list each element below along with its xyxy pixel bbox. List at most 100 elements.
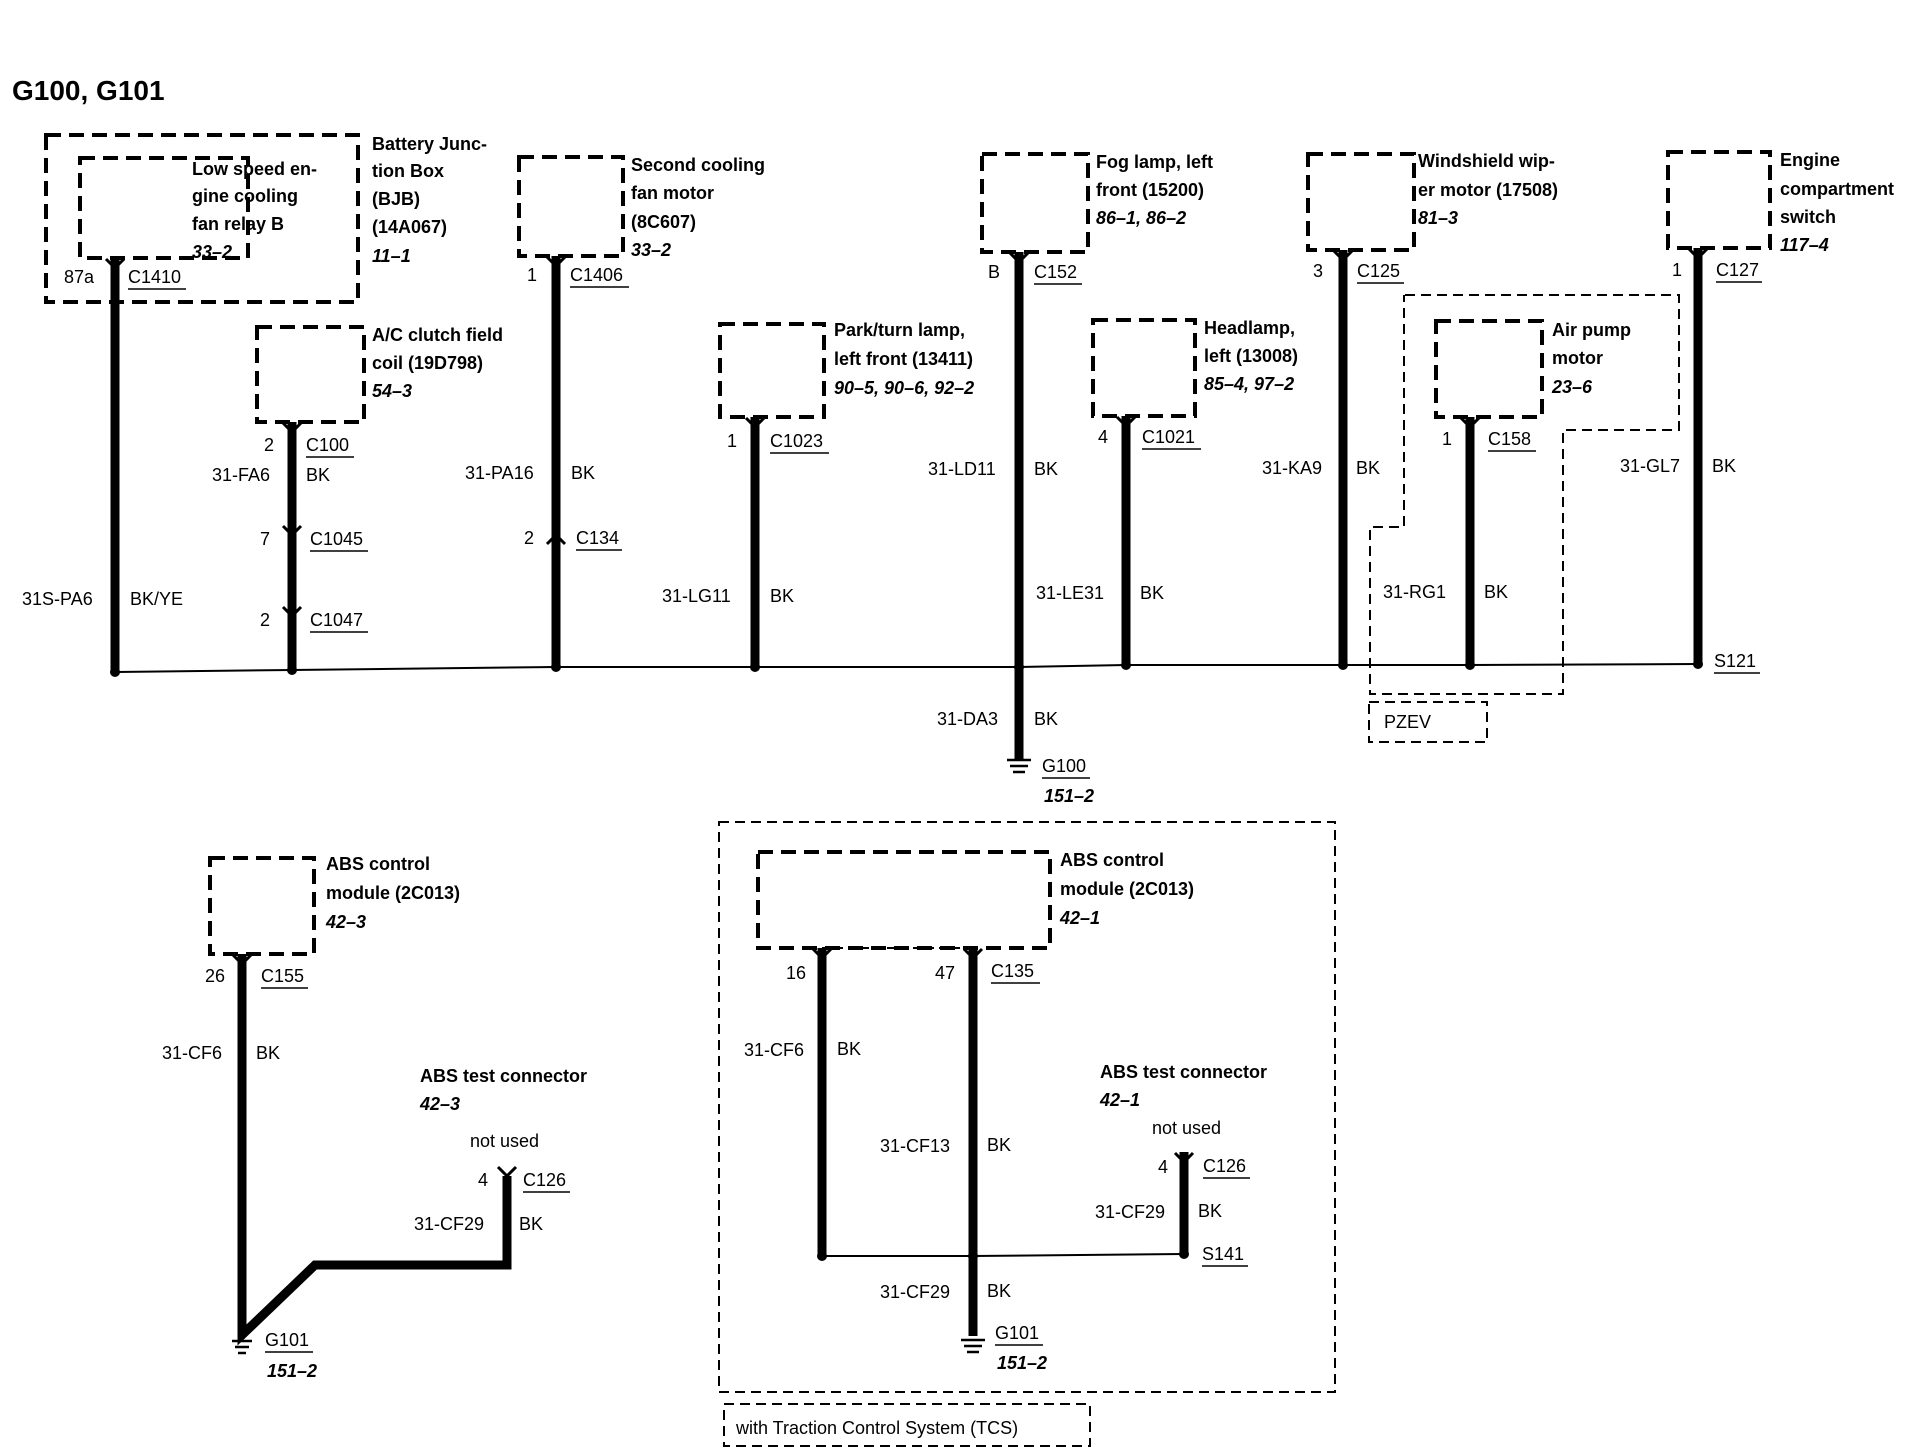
bjb-ref: 11–1 xyxy=(372,246,411,266)
pin-b-c152: B xyxy=(988,262,1000,282)
circuit-31-ka9: 31-KA9 xyxy=(1262,458,1322,478)
engine-switch-ref: 117–4 xyxy=(1780,235,1829,255)
bjb-label-1: Battery Junc- xyxy=(372,134,487,154)
pin-4-c1021: 4 xyxy=(1098,427,1108,447)
bjb-label-3: (BJB) xyxy=(372,189,420,209)
connector-c135-symbols xyxy=(811,947,1195,1165)
ground-icon-g101-left xyxy=(232,1339,252,1355)
abs-left-label-1: ABS control xyxy=(326,854,430,874)
abs-module-left-box xyxy=(208,856,316,956)
engine-compartment-switch-box xyxy=(1666,150,1772,250)
ground-g101-right: G101 xyxy=(995,1323,1039,1343)
abs-right-ref: 42–1 xyxy=(1059,908,1100,928)
ground-g101-left: G101 xyxy=(265,1330,309,1350)
bjb-label-2: tion Box xyxy=(372,161,444,181)
pin-2-c100: 2 xyxy=(264,435,274,455)
headlamp-label-2: left (13008) xyxy=(1204,346,1298,366)
color-gl7: BK xyxy=(1712,456,1736,476)
pzev-region-outline xyxy=(1369,294,1680,695)
abs-right-label-2: module (2C013) xyxy=(1060,879,1194,899)
cooling-fan-relay-box xyxy=(78,156,250,260)
diagram-title: G100, G101 xyxy=(12,75,165,106)
ground-icon-g100 xyxy=(1007,758,1031,774)
connector-c100: C100 xyxy=(306,435,349,455)
connector-c127: C127 xyxy=(1716,260,1759,280)
color-bk-ye: BK/YE xyxy=(130,589,183,609)
color-le31: BK xyxy=(1140,583,1164,603)
connector-c1045: C1045 xyxy=(310,529,363,549)
color-ld11: BK xyxy=(1034,459,1058,479)
connector-c155-symbol xyxy=(231,953,518,1179)
wiper-label-1: Windshield wip- xyxy=(1418,151,1555,171)
ac-clutch-label-2: coil (19D798) xyxy=(372,353,483,373)
ground-g100: G100 xyxy=(1042,756,1086,776)
connector-c126-left: C126 xyxy=(523,1170,566,1190)
circuit-31-ld11: 31-LD11 xyxy=(928,459,996,479)
battery-junction-box-outline xyxy=(44,133,360,304)
connector-c125: C125 xyxy=(1357,261,1400,281)
air-pump-label-1: Air pump xyxy=(1552,320,1631,340)
connector-c158: C158 xyxy=(1488,429,1531,449)
color-cf6-right: BK xyxy=(837,1039,861,1059)
wiper-label-2: er motor (17508) xyxy=(1418,180,1558,200)
connector-symbols xyxy=(104,247,1709,619)
pin-1-c1023: 1 xyxy=(727,431,737,451)
splice-s141: S141 xyxy=(1202,1244,1244,1264)
fog-lamp-ref: 86–1, 86–2 xyxy=(1096,208,1186,228)
wire-31-cf6-cf29-left xyxy=(237,954,512,1346)
wiper-ref: 81–3 xyxy=(1418,208,1458,228)
connector-c1406: C1406 xyxy=(570,265,623,285)
abs-test-left-label: ABS test connector xyxy=(420,1066,587,1086)
circuit-31s-pa6: 31S-PA6 xyxy=(22,589,93,609)
bjb-label-4: (14A067) xyxy=(372,217,447,237)
second-fan-ref: 33–2 xyxy=(631,240,671,260)
splice-s121: S121 xyxy=(1714,651,1756,671)
air-pump-box xyxy=(1434,319,1544,419)
relay-label-3: fan relay B xyxy=(192,214,284,234)
headlamp-box xyxy=(1091,318,1197,418)
relay-ref: 33–2 xyxy=(192,242,232,262)
color-rg1: BK xyxy=(1484,582,1508,602)
pin-2-c134: 2 xyxy=(524,528,534,548)
color-lg11: BK xyxy=(770,586,794,606)
circuit-31-da3: 31-DA3 xyxy=(937,709,998,729)
park-turn-lamp-box xyxy=(718,322,826,419)
not-used-right: not used xyxy=(1152,1118,1221,1138)
pin-3-c125: 3 xyxy=(1313,261,1323,281)
headlamp-label-1: Headlamp, xyxy=(1204,318,1295,338)
tcs-label-box xyxy=(723,1403,1091,1447)
circuit-31-lg11: 31-LG11 xyxy=(662,586,731,606)
circuit-31-cf13: 31-CF13 xyxy=(880,1136,950,1156)
circuit-31-cf6-right: 31-CF6 xyxy=(744,1040,804,1060)
connector-c1410: C1410 xyxy=(128,267,181,287)
circuit-31-cf6-left: 31-CF6 xyxy=(162,1043,222,1063)
second-fan-label-3: (8C607) xyxy=(631,212,696,232)
connector-c155: C155 xyxy=(261,966,304,986)
ground-g100-ref: 151–2 xyxy=(1044,786,1094,806)
connector-c152: C152 xyxy=(1034,262,1077,282)
abs-module-right-box xyxy=(756,850,1052,950)
splice-dots-s141 xyxy=(817,1249,1189,1261)
air-pump-label-2: motor xyxy=(1552,348,1603,368)
second-fan-label-1: Second cooling xyxy=(631,155,765,175)
pzev-label-box xyxy=(1368,701,1488,743)
pin-7-c1045: 7 xyxy=(260,529,270,549)
pzev-label: PZEV xyxy=(1384,712,1431,732)
abs-left-label-2: module (2C013) xyxy=(326,883,460,903)
color-cf29-left: BK xyxy=(519,1214,543,1234)
pin-1-c158: 1 xyxy=(1442,429,1452,449)
wiper-motor-box xyxy=(1306,152,1416,252)
headlamp-ref: 85–4, 97–2 xyxy=(1204,374,1294,394)
abs-test-right-label: ABS test connector xyxy=(1100,1062,1267,1082)
circuit-31-le31: 31-LE31 xyxy=(1036,583,1104,603)
connector-c1047: C1047 xyxy=(310,610,363,630)
pin-4-c126-left: 4 xyxy=(478,1170,488,1190)
circuit-31-cf29-left: 31-CF29 xyxy=(414,1214,484,1234)
splice-s141-bus xyxy=(822,1253,1185,1257)
pin-1-c1406: 1 xyxy=(527,265,537,285)
fog-lamp-box xyxy=(980,152,1090,254)
abs-right-label-1: ABS control xyxy=(1060,850,1164,870)
connector-c1021: C1021 xyxy=(1142,427,1195,447)
splice-dots xyxy=(110,659,1703,677)
abs-test-right-ref: 42–1 xyxy=(1099,1090,1140,1110)
